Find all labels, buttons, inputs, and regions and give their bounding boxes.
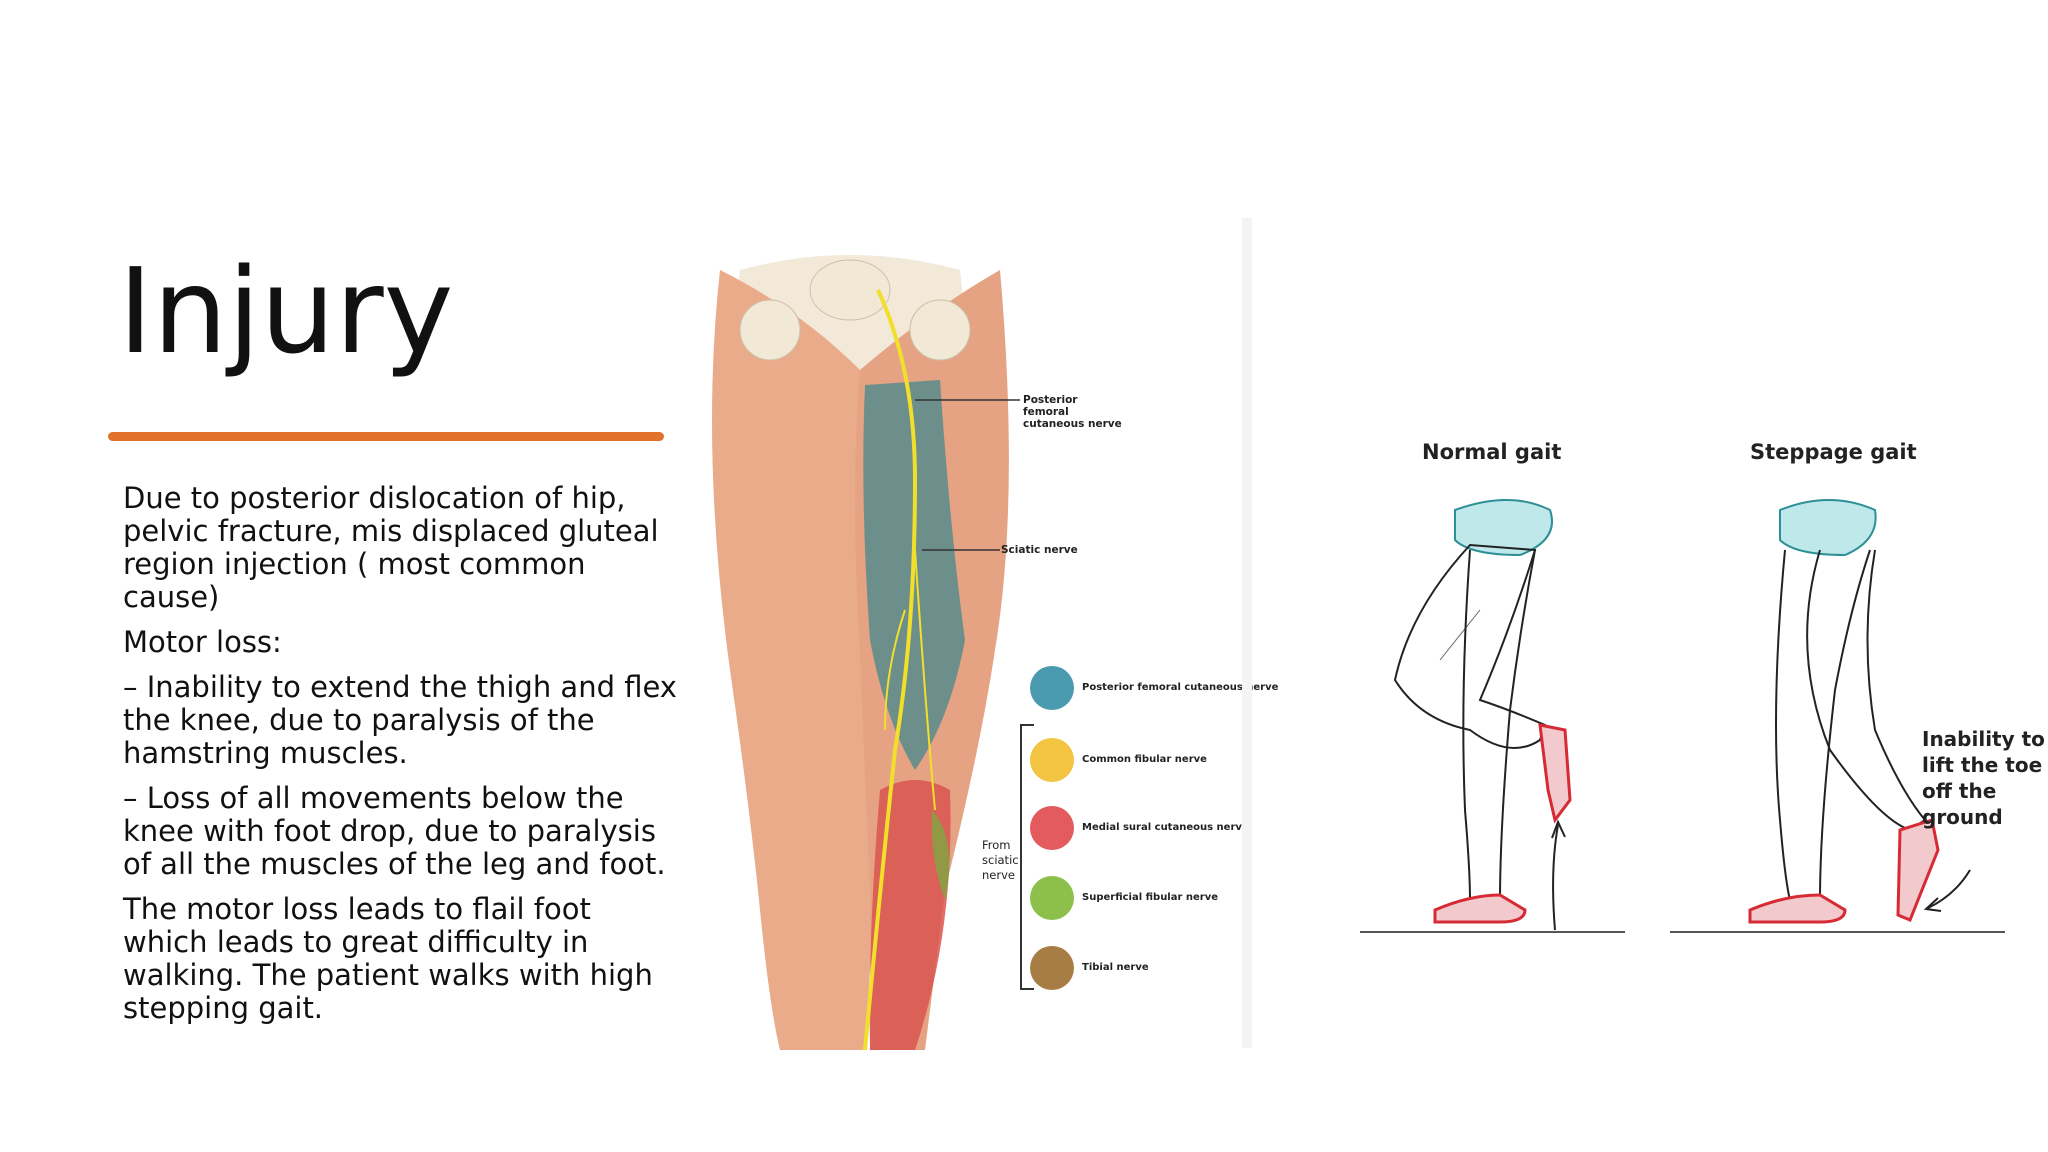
paragraph-thigh-knee: – Inability to extend the thigh and flex… xyxy=(123,670,677,770)
callout-sciatic: Sciatic nerve xyxy=(1001,544,1078,556)
from-sciatic-label: From sciatic nerve xyxy=(982,838,1019,882)
legend-swatch xyxy=(1030,946,1074,990)
normal-gait-drawing xyxy=(1360,499,1625,933)
body-text: Due to posterior dislocation of hip, pel… xyxy=(123,482,683,1037)
gait-caption: Inability to lift the toe off the ground xyxy=(1922,727,2045,829)
title-underline xyxy=(108,432,664,441)
legend-bracket xyxy=(1020,724,1034,990)
legend-label: Medial sural cutaneous nerve xyxy=(1082,822,1249,833)
legend-label: Tibial nerve xyxy=(1082,962,1149,973)
legend-swatch xyxy=(1030,876,1074,920)
slide-title: Injury xyxy=(118,242,454,380)
callout-posterior-femoral: Posterior femoral cutaneous nerve xyxy=(1023,394,1122,430)
steppage-gait-drawing xyxy=(1670,499,2005,933)
paragraph-causes: Due to posterior dislocation of hip, pel… xyxy=(123,481,659,614)
legend-label: Posterior femoral cutaneous nerve xyxy=(1082,682,1279,693)
legend-swatch xyxy=(1030,666,1074,710)
legend-label: Superficial fibular nerve xyxy=(1082,892,1219,903)
paragraph-motor-loss: Motor loss: xyxy=(123,625,282,659)
figure-divider xyxy=(1242,218,1252,1048)
legend-swatch xyxy=(1030,806,1074,850)
legend-label: Common fibular nerve xyxy=(1082,754,1207,765)
paragraph-high-stepping: The motor loss leads to flail foot which… xyxy=(123,892,653,1025)
normal-gait-label: Normal gait xyxy=(1422,440,1562,464)
steppage-gait-label: Steppage gait xyxy=(1750,440,1917,464)
legs-anatomy-drawing xyxy=(712,255,1020,1051)
legend-swatch xyxy=(1030,738,1074,782)
paragraph-foot-drop: – Loss of all movements below the knee w… xyxy=(123,781,666,881)
